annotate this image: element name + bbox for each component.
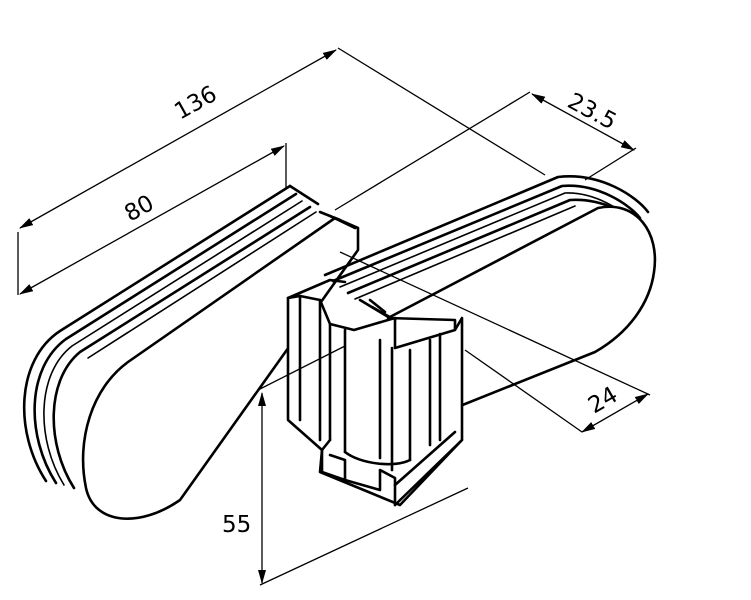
hinge-body (286, 278, 464, 507)
dim-label-thickness: 23.5 (563, 88, 620, 135)
dim-label-width: 24 (584, 382, 622, 419)
dim-label-height: 55 (222, 512, 251, 538)
right-clamp-plate (323, 175, 657, 410)
dimension-lines (17, 47, 651, 586)
dim-label-plate-length: 80 (120, 190, 158, 227)
